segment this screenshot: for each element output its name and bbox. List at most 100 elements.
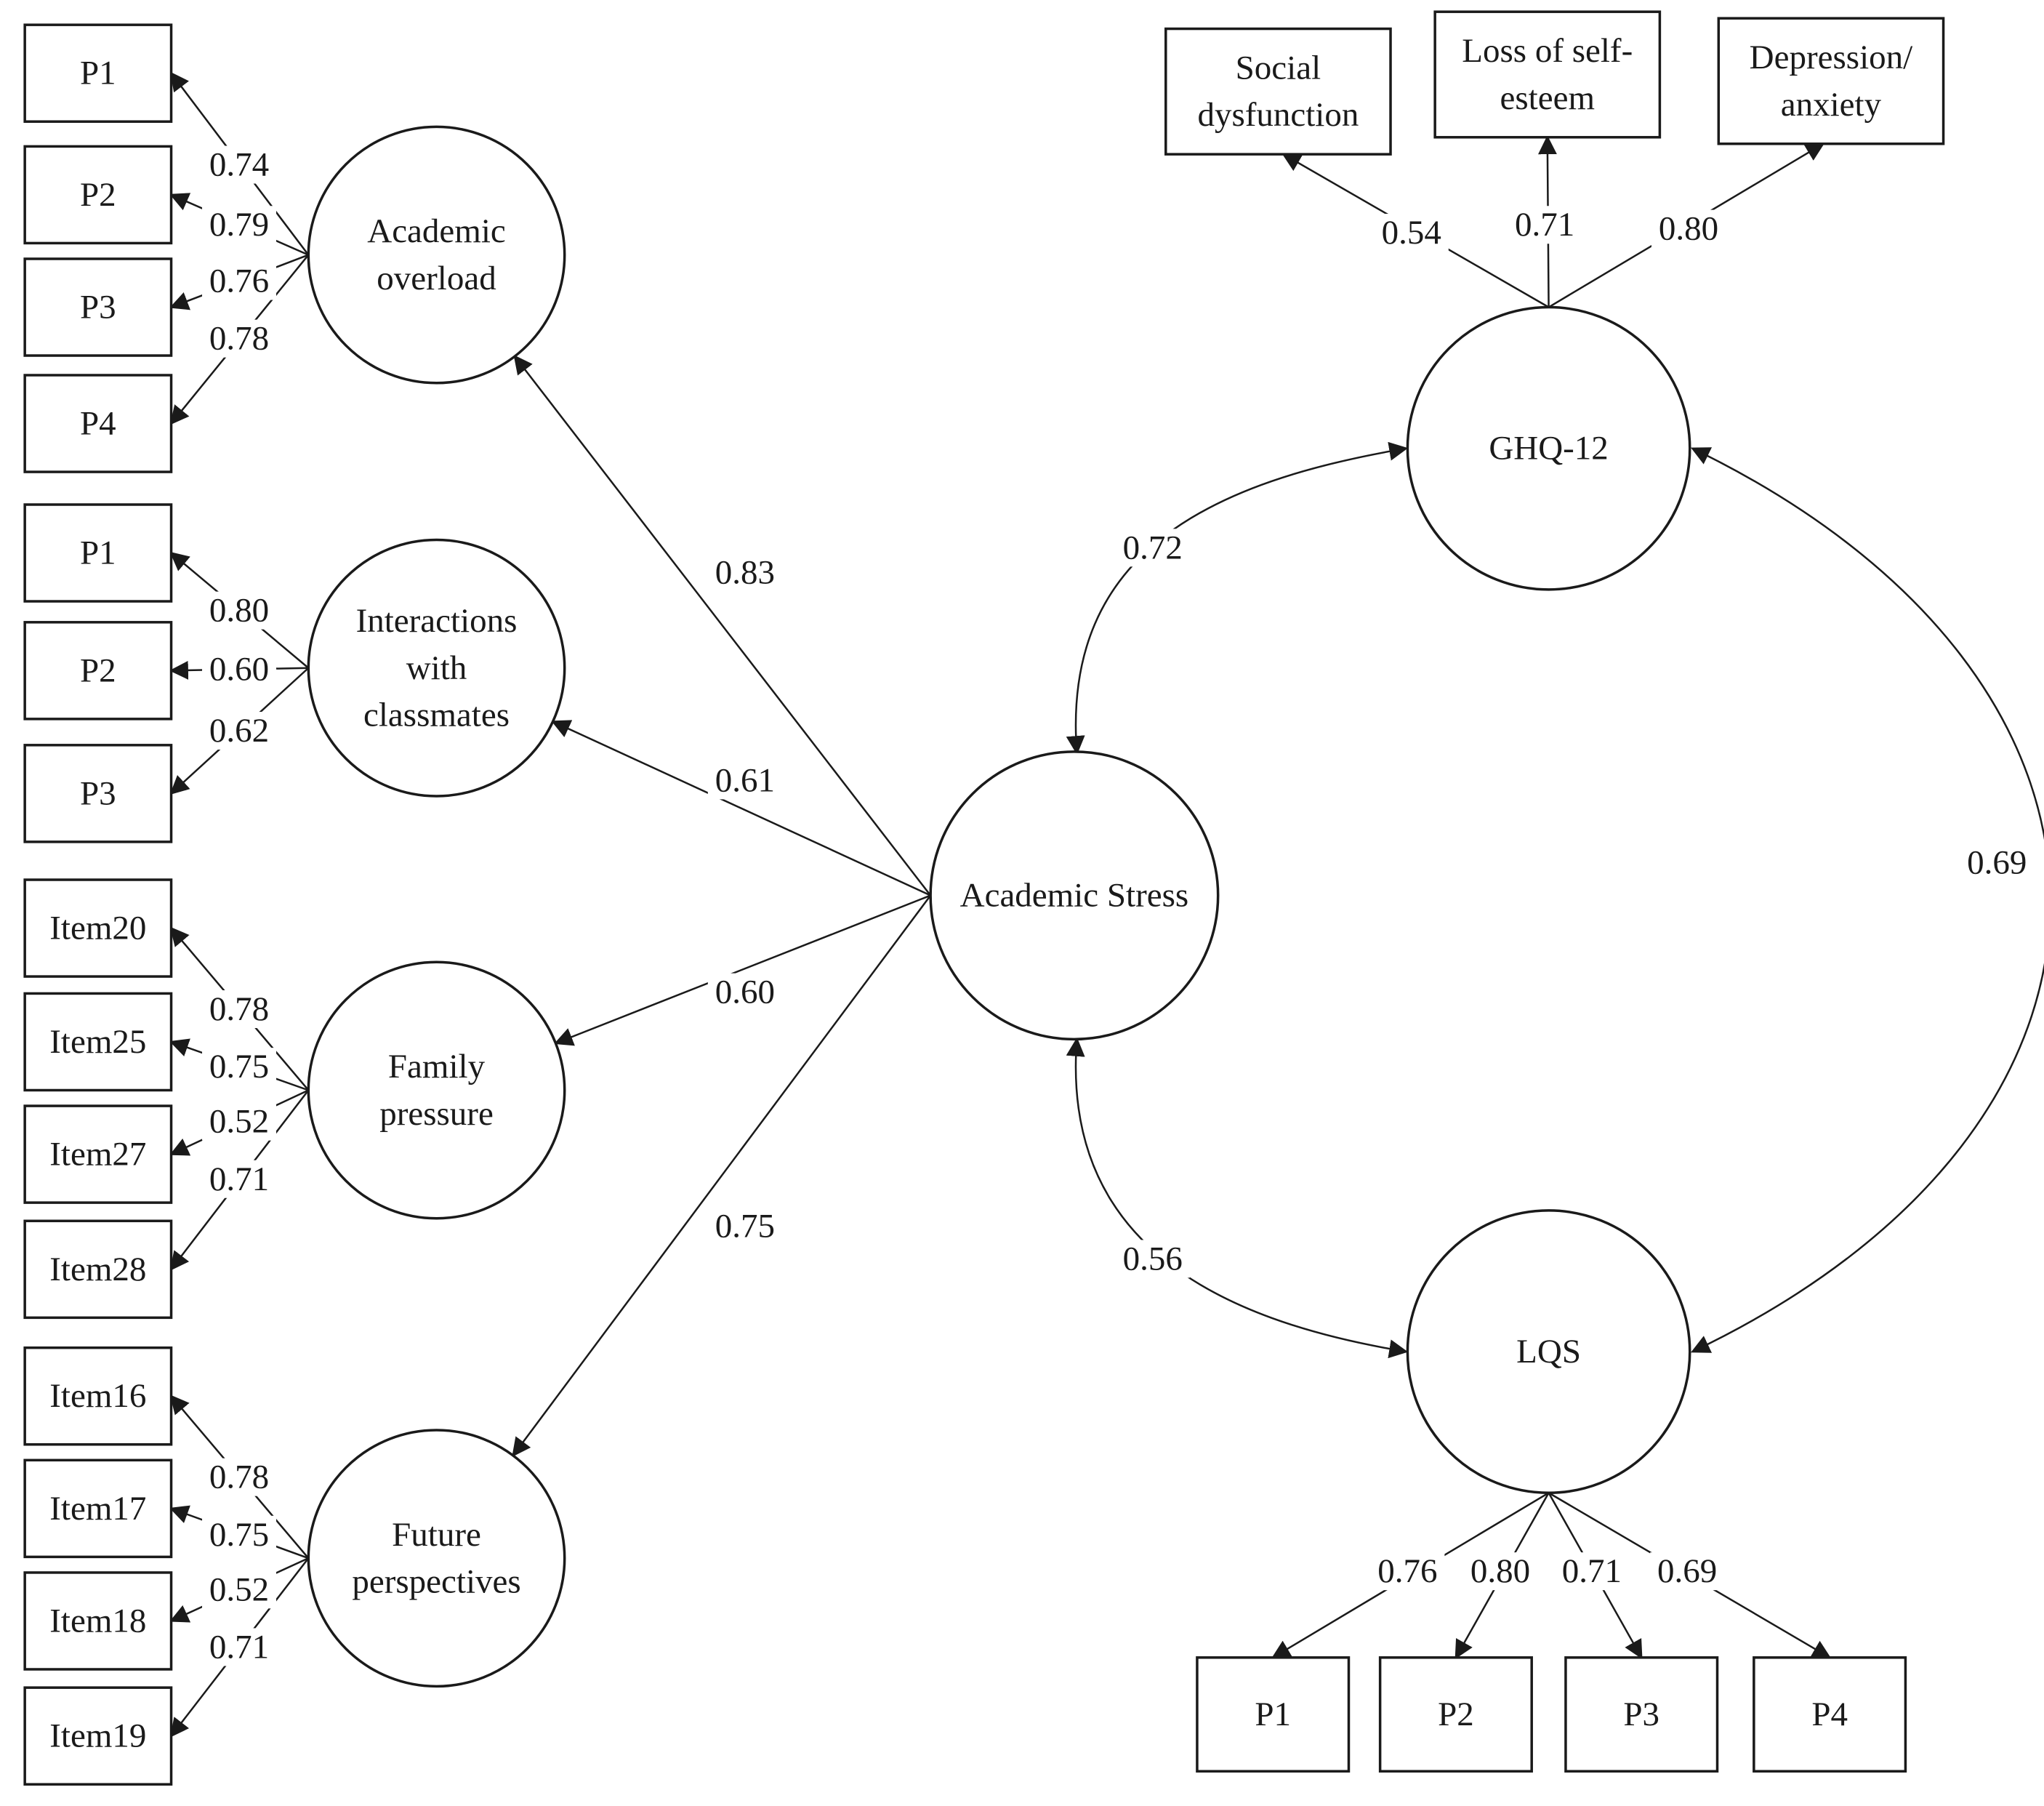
loading-lqs-1-backdrop: [1370, 1552, 1445, 1591]
loading-fu-3: 0.52: [209, 1570, 269, 1608]
loading-ao-4: 0.78: [209, 320, 269, 358]
coefficients-layer: 0.74 0.79 0.76 0.78 0.80 0.60 0.62 0.78 0.75 0.52…: [202, 145, 2035, 1666]
indicator-box-lqs-3: [1564, 1656, 1719, 1773]
path-coef-academic-overload: 0.83: [715, 554, 775, 592]
nodes-layer: AcademicoverloadInteractionswithclassmat…: [23, 10, 1945, 1786]
indicator-box-fp-2: [23, 992, 173, 1092]
indicator-label-fu-4: Item19: [49, 1717, 146, 1755]
path-coef-interactions-backdrop: [707, 761, 782, 800]
loading-fp-4-backdrop: [202, 1160, 277, 1198]
indicator-box-lqs-1: [1196, 1656, 1351, 1773]
corr-stress-lqs-backdrop: [1115, 1240, 1190, 1278]
indicator-box-fu-1: [23, 1346, 173, 1446]
loading-fp-2-backdrop: [202, 1048, 277, 1086]
path-coef-future-perspectives: 0.75: [715, 1207, 775, 1245]
loading-lqs-3: 0.71: [1562, 1552, 1622, 1590]
path-future_perspectives: [512, 894, 932, 1457]
loading-ic-3: 0.62: [209, 712, 269, 750]
latent-label-future-perspectives-line-1: Future: [392, 1516, 481, 1554]
loading-lqs-1: 0.76: [1377, 1552, 1437, 1590]
loading-lqs-3-backdrop: [1554, 1552, 1629, 1591]
indicator-label-ghq-1-line-2: dysfunction: [1197, 96, 1359, 134]
loading-ic-1: 0.80: [209, 592, 269, 630]
indicator-label-ao-2: P2: [80, 176, 116, 214]
latent-academic-overload: [307, 125, 566, 385]
loading-fp-3-backdrop: [202, 1102, 277, 1141]
indicator-box-ao-3: [23, 257, 173, 357]
loading-lqs-2-backdrop: [1463, 1552, 1538, 1591]
indicator-label-ao-3: P3: [80, 289, 116, 326]
indicator-label-fp-3: Item27: [49, 1136, 146, 1173]
indicator-label-ghq-2-line-2: esteem: [1500, 79, 1596, 117]
latent-ghq12: [1406, 305, 1691, 591]
loading-fu-1-backdrop: [202, 1458, 277, 1496]
loading-ghq-2: 0.71: [1515, 206, 1574, 244]
loading-ic-1-backdrop: [202, 591, 277, 630]
indicator-label-lqs-4: P4: [1811, 1695, 1848, 1733]
loading-ao-2: 0.79: [209, 206, 269, 244]
indicator-box-ic-3: [23, 744, 173, 843]
loading-ic-3-backdrop: [202, 712, 277, 750]
loading-fp-4: 0.71: [209, 1160, 269, 1198]
indicator-label-fp-2: Item25: [49, 1023, 146, 1061]
indicator-box-fu-2: [23, 1458, 173, 1559]
loading-ic-2: 0.60: [209, 651, 269, 689]
correlation-ghq12-lqs: [1691, 447, 2044, 1353]
indicator-label-ic-2: P2: [80, 651, 116, 689]
loading-ghq-2-backdrop: [1508, 206, 1582, 244]
indicator-box-lqs-2: [1378, 1656, 1533, 1773]
loading-lqs-2: 0.80: [1470, 1552, 1530, 1590]
path-coef-family-pressure: 0.60: [715, 974, 775, 1011]
corr-stress-ghq12-backdrop: [1115, 529, 1190, 567]
indicator-box-ao-1: [23, 23, 173, 123]
loading-fu-4: 0.71: [209, 1628, 269, 1666]
corr-stress-lqs: 0.56: [1123, 1240, 1183, 1277]
loading-ao-3-backdrop: [202, 262, 277, 300]
loading-fu-2-backdrop: [202, 1515, 277, 1554]
latent-label-lqs: LQS: [1516, 1333, 1581, 1370]
loading-fp-2: 0.75: [209, 1048, 269, 1085]
indicator-box-ic-2: [23, 621, 173, 721]
indicator-label-fp-4: Item28: [49, 1251, 146, 1288]
loading-fu-3-backdrop: [202, 1570, 277, 1609]
loading-ao-4-backdrop: [202, 319, 277, 358]
loading-ghq-3: 0.80: [1659, 210, 1718, 248]
loading-fp-1-backdrop: [202, 990, 277, 1029]
latent-future-perspectives: [307, 1429, 566, 1688]
indicator-label-ghq-1-line-1: Social: [1236, 49, 1321, 87]
indicator-label-fu-2: Item17: [49, 1490, 146, 1528]
latent-label-interactions-line-3: classmates: [363, 696, 510, 734]
latent-label-family-pressure-line-1: Family: [388, 1048, 486, 1085]
loading-ghq-3-backdrop: [1651, 209, 1726, 248]
loading-ao-1-backdrop: [202, 145, 277, 184]
loading-ghq-1-backdrop: [1374, 214, 1449, 252]
path-coef-family-pressure-backdrop: [707, 973, 782, 1011]
indicator-label-ic-1: P1: [80, 534, 116, 572]
loading-ao-3: 0.76: [209, 262, 269, 300]
path-interactions: [551, 720, 931, 896]
indicator-label-lqs-3: P3: [1623, 1695, 1659, 1733]
latent-lqs: [1406, 1209, 1691, 1495]
indicator-label-ghq-3-line-2: anxiety: [1781, 86, 1882, 124]
loading-fp-3: 0.52: [209, 1103, 269, 1141]
loading-ic-2-backdrop: [202, 650, 277, 689]
corr-stress-ghq12: 0.72: [1123, 529, 1183, 566]
loading-lqs-4: 0.69: [1657, 1552, 1717, 1590]
latent-label-academic-overload-line-1: Academic: [367, 212, 506, 250]
indicator-label-ghq-3-line-1: Depression/: [1750, 39, 1913, 76]
loading-lqs-4-backdrop: [1650, 1552, 1725, 1591]
loading-ao-2-backdrop: [202, 206, 277, 244]
latent-label-interactions-line-2: with: [406, 649, 467, 687]
correlation-stress-ghq12: [1066, 441, 1409, 755]
latent-academic-stress: [929, 750, 1220, 1041]
indicator-box-ao-4: [23, 374, 173, 473]
latent-label-interactions-line-1: Interactions: [356, 602, 518, 640]
loading-ao-1: 0.74: [209, 146, 269, 184]
indicator-label-ic-3: P3: [80, 774, 116, 812]
indicator-label-ghq-2-line-1: Loss of self-: [1462, 32, 1633, 70]
path-coef-future-perspectives-backdrop: [707, 1207, 782, 1245]
indicator-box-fu-3: [23, 1571, 173, 1671]
latent-family-pressure: [307, 960, 566, 1220]
loading-fu-1: 0.78: [209, 1458, 269, 1496]
indicator-label-lqs-1: P1: [1255, 1695, 1291, 1733]
